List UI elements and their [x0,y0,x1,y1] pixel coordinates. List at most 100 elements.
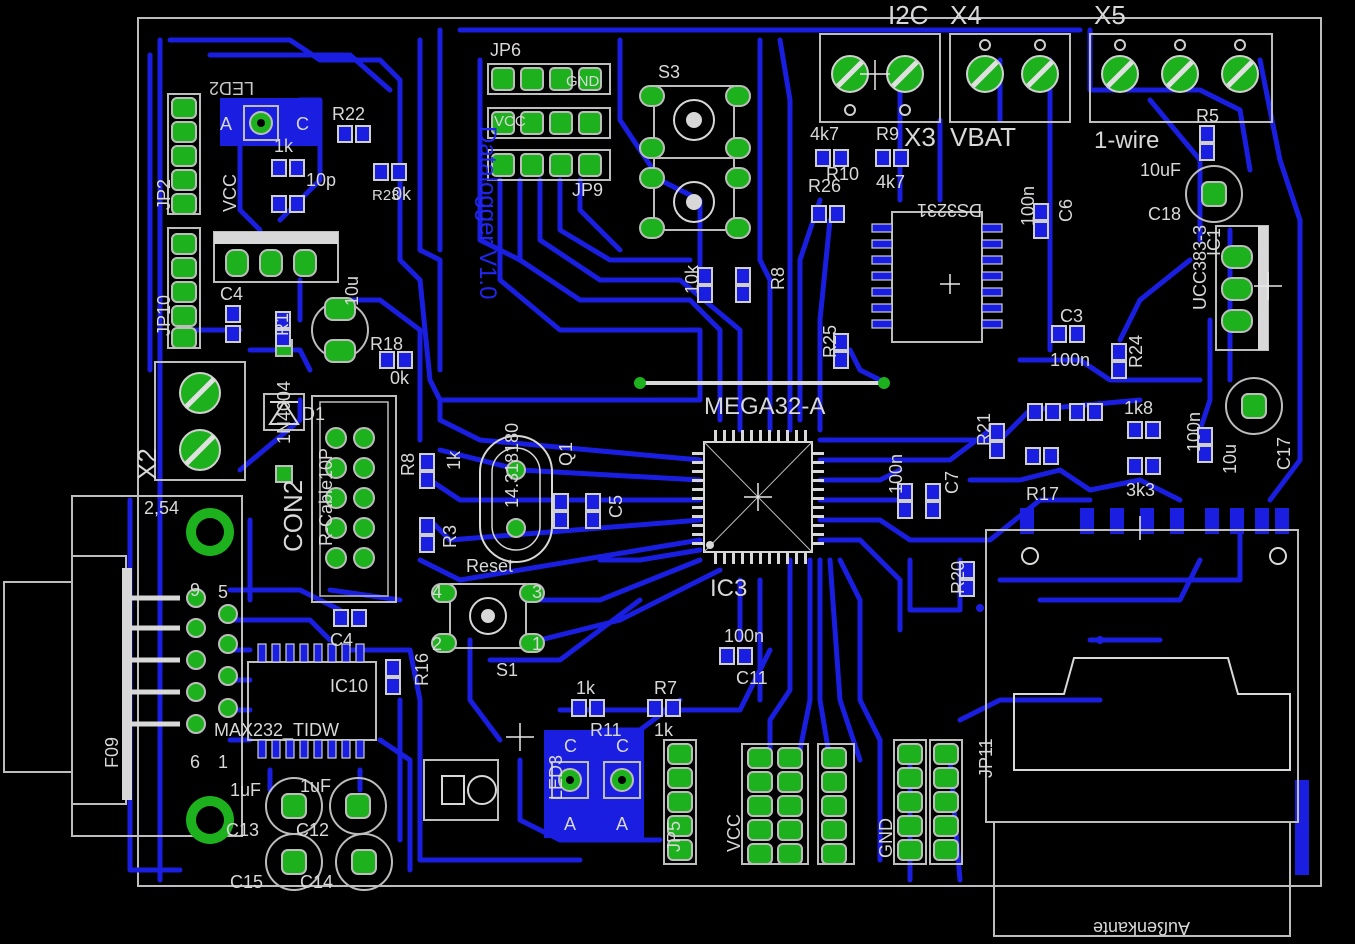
header-pin-pad [747,771,773,793]
label-c17: C17 [1274,437,1294,470]
header-pin-pad [933,743,959,765]
header-jp6[interactable] [487,63,611,95]
mcu-pin [692,497,704,500]
screw-terminal-x2[interactable] [154,361,246,481]
header-jp8[interactable] [487,107,611,139]
label-100n-c7: 100n [886,454,906,494]
mcu-pin [768,552,771,564]
mcu-pin [692,533,704,536]
capacitor-c18 [1185,165,1243,223]
label-1k-r2: 1k [444,450,464,470]
header-pin-pad [821,843,847,865]
label-d1: D1 [302,404,325,424]
header-pin-pad [777,819,803,841]
label-1uf-b: 1uF [300,776,331,796]
label-pin6: 6 [190,752,200,772]
screw-terminal-x4[interactable] [949,33,1071,123]
label-r8: R8 [768,267,788,290]
label-c-led1: C [616,736,629,756]
label-r24: R24 [1126,335,1146,368]
label-10p: 10p [306,170,336,190]
mcu-pin [732,430,735,442]
label-reset: Reset [466,556,513,576]
mcu-pin [768,430,771,442]
ribbon-header-con2[interactable] [311,395,397,603]
mcu-pin [812,524,824,527]
header-pin-pad [747,843,773,865]
label-r25: R25 [820,325,840,358]
label-x3: X3 [904,122,936,152]
label-r8b: R8 [398,453,418,476]
label-con2: CON2 [278,480,308,552]
label-r21: R21 [974,413,994,446]
label-f09: F09 [102,737,122,768]
mcu-pin [732,552,735,564]
board-outline [137,17,1322,887]
voltage-regulator [213,231,339,283]
header-pin-pad [747,795,773,817]
mcu-pin [723,430,726,442]
mcu-pin [759,430,762,442]
label-s1-pin1: 1 [532,634,542,654]
label-pitch: 2,54 [144,498,179,518]
dsub9-connector-x1[interactable] [3,495,243,844]
mcu-pin [714,430,717,442]
label-10uf: 10uF [1140,160,1181,180]
copper-traces [127,27,1303,883]
label-c4b: C4 [330,630,353,650]
label-r22: R22 [332,104,365,124]
header-pin-pad [897,791,923,813]
label-r16: R16 [412,653,432,686]
label-jp6: JP6 [490,40,521,60]
header-pin-pad [821,795,847,817]
header-jp4[interactable] [741,743,959,865]
label-r18: R18 [370,334,403,354]
label-c5: C5 [606,495,626,518]
mcu-pin [812,515,824,518]
header-jp5[interactable] [663,739,697,865]
ic-ucc383 [1215,225,1269,351]
mcu-pin [750,552,753,564]
label-1k-led2: 1k [274,136,294,156]
mcu-pin [692,461,704,464]
silkscreen-labels: I2C X4 X5 X3 VBAT 1-wire 10uF C18 JP6 JP… [102,0,1294,938]
label-r7: R7 [654,678,677,698]
mcu-pin [750,430,753,442]
label-ic3: IC3 [710,575,747,602]
mcu-pin [692,506,704,509]
capacitor-c17 [1225,377,1283,435]
screw-terminal-i2c[interactable] [819,33,941,123]
label-s1: S1 [496,660,518,680]
label-3k3: 3k3 [1126,480,1155,500]
led3 [551,761,589,799]
label-r5: R5 [1196,106,1219,126]
mcu-pin [812,497,824,500]
label-pin9: 9 [190,580,200,600]
header-pin-pad [777,795,803,817]
header-jp3[interactable] [893,739,927,865]
header-jp11[interactable] [929,739,963,865]
switch-s3[interactable] [639,85,751,239]
header-jp2[interactable] [167,93,201,215]
label-4k7-b: 4k7 [876,172,905,192]
label-c18: C18 [1148,204,1181,224]
label-vcc-top: VCC [494,113,526,130]
screw-terminal-x5[interactable] [1089,33,1273,123]
label-x2: X2 [132,448,162,480]
label-led3: LED3 [546,755,566,800]
label-pin1: 1 [218,752,228,772]
label-100n-c11: 100n [724,626,764,646]
label-c6: C6 [1056,199,1076,222]
mcu-pin [692,470,704,473]
label-rcable: R-Cable10P [316,448,336,546]
header-jp9[interactable] [487,149,611,181]
mcu-pin [804,430,807,442]
header-jp7[interactable] [817,743,855,865]
label-ucc: UCC383-3 [1190,225,1210,310]
header-jp10[interactable] [167,227,201,349]
switch-s1-reset[interactable] [431,583,545,653]
label-mega32: MEGA32-A [704,393,825,420]
header-pin-pad [897,839,923,861]
label-c-led2: C [296,114,309,134]
